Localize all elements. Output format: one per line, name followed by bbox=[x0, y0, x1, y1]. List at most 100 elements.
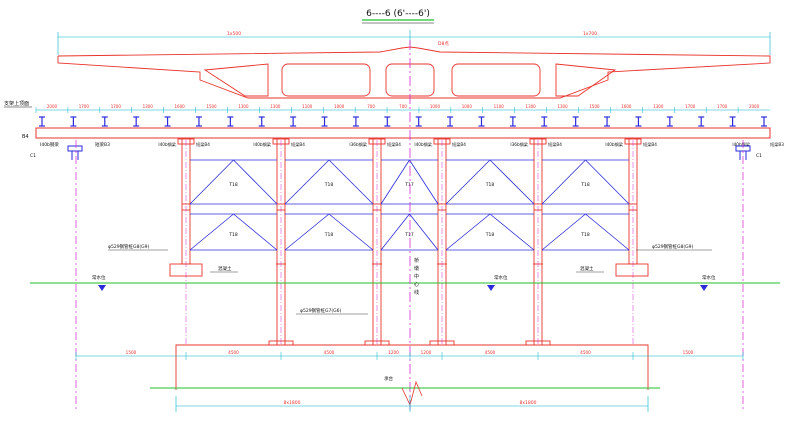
left-end-support bbox=[67, 145, 83, 160]
truss-label: T18 bbox=[580, 182, 590, 188]
beam-spacing-17: 1300 bbox=[557, 104, 568, 109]
svg-text:中: 中 bbox=[414, 273, 419, 280]
beam-spacing-13: 1000 bbox=[430, 104, 441, 109]
truss-panel-1-2 bbox=[284, 159, 374, 205]
i-beam bbox=[321, 116, 328, 127]
column-6 bbox=[624, 138, 642, 346]
i-beam bbox=[195, 116, 202, 127]
i-beam bbox=[258, 116, 265, 127]
pipe-pile-label-bottom: φ529钢管桩G7(G6) bbox=[300, 307, 342, 314]
truss-label: T18 bbox=[324, 232, 334, 238]
beam-spacing-6: 1500 bbox=[206, 104, 217, 109]
svg-text:墩: 墩 bbox=[414, 265, 419, 272]
i-beam bbox=[70, 116, 77, 127]
base-label-left: 混凝土 bbox=[218, 265, 232, 272]
beam-spacing-7: 1300 bbox=[238, 104, 249, 109]
bottom-dim-4: 1200 bbox=[388, 350, 399, 355]
i-beam bbox=[509, 116, 516, 127]
i-beam bbox=[39, 116, 45, 127]
base-label-right: 混凝土 bbox=[580, 265, 594, 272]
cap-label-10: 短梁B4 bbox=[548, 141, 562, 148]
beam-spacing-3: 1700 bbox=[111, 104, 122, 109]
cap-label-13: I40b钢梁 bbox=[732, 141, 750, 148]
beam-spacing-20: 1300 bbox=[653, 104, 664, 109]
cap-label-4: 短梁B4 bbox=[291, 141, 305, 148]
truss-label: T18 bbox=[580, 232, 590, 238]
truss-label: T17 bbox=[404, 182, 414, 188]
ground-label: 承台 bbox=[384, 375, 393, 382]
section-title: 6----6 (6'----6') bbox=[366, 9, 430, 19]
water-label-2: 常水位 bbox=[494, 274, 508, 281]
right-end-c1-label: C1 bbox=[756, 153, 762, 159]
bottom-dim-1: 1500 bbox=[126, 350, 137, 355]
i-beam bbox=[164, 116, 171, 127]
cap-label-5: I36b钢梁 bbox=[349, 141, 367, 148]
beam-spacing-8: 1300 bbox=[270, 104, 281, 109]
beam-spacing-16: 1300 bbox=[526, 104, 537, 109]
column-3 bbox=[364, 138, 390, 346]
beam-spacing-23: 2000 bbox=[749, 104, 760, 109]
truss-label: T18 bbox=[485, 232, 495, 238]
i-beam bbox=[666, 116, 673, 127]
support-label: 支架上顶面 bbox=[4, 100, 29, 107]
truss-panel-1-3 bbox=[380, 159, 439, 205]
beam-spacing-19: 1600 bbox=[621, 104, 632, 109]
truss-label: T17 bbox=[404, 232, 414, 238]
beam-spacing-22: 1700 bbox=[717, 104, 728, 109]
left-end-beam-label: I40b钢梁 bbox=[40, 141, 59, 148]
beam-spacing-1: 2000 bbox=[47, 104, 58, 109]
top-dimension bbox=[57, 30, 771, 55]
truss-panel-1-1 bbox=[189, 159, 278, 205]
cap-label-7: I40b钢梁 bbox=[414, 141, 432, 148]
deck-label: D8点 bbox=[438, 41, 449, 47]
cap-label-12: 短梁B4 bbox=[643, 141, 657, 148]
break-mark bbox=[401, 380, 423, 407]
column-5 bbox=[525, 138, 551, 346]
cap-label-11: I40b钢梁 bbox=[605, 141, 623, 148]
i-beam bbox=[729, 116, 736, 127]
water-label-1: 常水位 bbox=[92, 274, 106, 281]
truss-panel-1-4 bbox=[445, 159, 535, 205]
truss-panel-1-5 bbox=[541, 159, 630, 205]
i-beam bbox=[227, 116, 234, 127]
truss-panel-2-3 bbox=[380, 213, 439, 251]
i-beam bbox=[447, 116, 454, 127]
beam-spacing-11: 700 bbox=[367, 104, 375, 109]
i-beam bbox=[352, 116, 359, 127]
i-beam bbox=[415, 116, 422, 127]
truss-panel-2-5 bbox=[541, 213, 630, 251]
truss-panel-2-4 bbox=[445, 213, 535, 251]
pipe-pile-label-left: φ529钢管桩G8(G9) bbox=[108, 243, 150, 250]
cap-labels: I40b钢梁 短梁B4 I40b钢梁 短梁B4 I36b钢梁 短梁B4 I40b钢梁 短梁B4… bbox=[158, 141, 784, 148]
truss-label: T18 bbox=[485, 182, 495, 188]
beam-spacing-2: 1700 bbox=[79, 104, 90, 109]
pipe-pile-label-right: φ529钢管桩G8(G9) bbox=[652, 243, 694, 250]
water-label-3: 常水位 bbox=[702, 274, 716, 281]
left-end-c1-label: C1 bbox=[30, 153, 36, 159]
cap-label-2: 短梁B4 bbox=[196, 141, 210, 148]
bottom-dim-5: 1200 bbox=[421, 350, 432, 355]
beam-spacing-12: 700 bbox=[399, 104, 407, 109]
truss-panel-2-2 bbox=[284, 213, 374, 251]
cap-label-14: 短梁B3 bbox=[770, 141, 784, 148]
bottom-dim-3: 4500 bbox=[324, 350, 335, 355]
bottom-dim-8: 1500 bbox=[683, 350, 694, 355]
i-beam bbox=[101, 116, 108, 127]
i-beam bbox=[635, 116, 642, 127]
i-beam-row bbox=[39, 116, 767, 127]
i-beam bbox=[698, 116, 705, 127]
beam-spacing-4: 1300 bbox=[143, 104, 154, 109]
truss-panel-2-1 bbox=[189, 213, 278, 251]
beam-spacing-21: 1700 bbox=[685, 104, 696, 109]
svg-text:线: 线 bbox=[414, 289, 419, 296]
total-dim-left: 8x1800 bbox=[284, 400, 301, 406]
total-dimension bbox=[175, 396, 649, 412]
centerline-label: 桥 墩 中 心 线 bbox=[414, 257, 419, 296]
i-beam bbox=[761, 116, 767, 127]
bottom-dim-2: 4500 bbox=[228, 350, 239, 355]
truss-label: T18 bbox=[228, 232, 238, 238]
top-dim-left: 1x500 bbox=[227, 31, 241, 37]
